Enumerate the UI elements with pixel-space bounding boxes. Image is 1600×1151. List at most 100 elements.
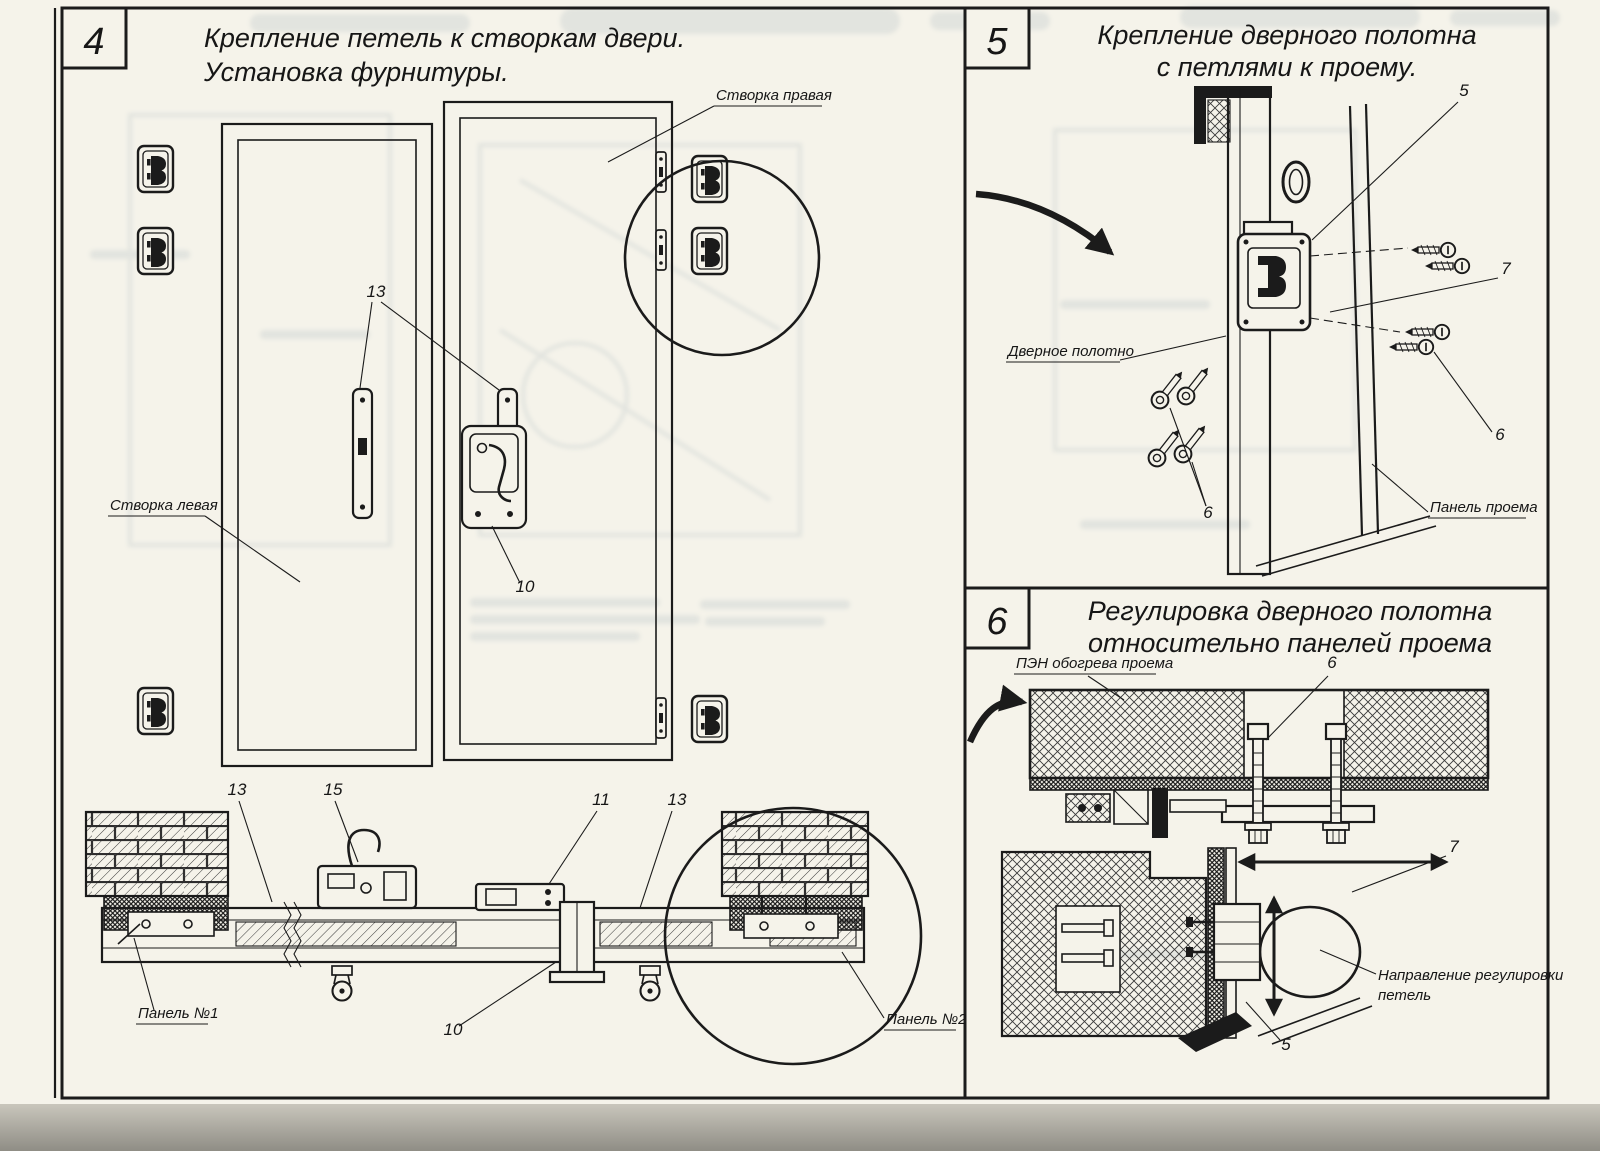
opening-panel-line [1364,103,1380,535]
label-text: Панель №1 [138,1005,218,1022]
callout-13-hinge-plates: 13 [359,282,500,391]
door-edge-detail [1194,86,1437,577]
panel-5-title-line1: Крепление дверного полотна [1097,20,1476,50]
callout-number: 15 [324,780,343,799]
label-text: Створка левая [110,497,218,514]
label-left-leaf: Створка левая [108,497,301,583]
label-opening-panel: Панель проема [1371,463,1538,519]
label-right-leaf: Створка правая [607,87,832,163]
screw-icon [1388,338,1435,356]
hinge-lever-assembly [316,828,418,910]
callout-5-hinge: 5 [1311,81,1469,241]
hinge-icon [136,144,175,194]
callout-number: 6 [1495,425,1505,444]
opening-panel-line [1348,105,1364,537]
hinge-icon [690,226,729,276]
callout-15: 15 [324,780,359,863]
screw-icon [1410,241,1457,259]
callout-10-bottom: 10 [444,961,557,1039]
callout-number: 11 [592,790,610,809]
callout-10-lock: 10 [491,525,535,596]
label-panel-1: Панель №1 [133,937,218,1025]
handle-hole [1281,160,1311,204]
caster-wheel-icon [638,964,662,1002]
label-text: Створка правая [716,87,832,104]
panel-4-title-line2: Установка фурнитуры. [203,57,509,87]
hinge-assembly-detail [1236,220,1409,333]
panel-6-title-line1: Регулировка дверного полотна [1088,596,1493,626]
break-mark [293,901,302,968]
right-door-inner-frame [459,117,657,745]
callout-13-bottom-right: 13 [639,790,687,909]
lower-bracket [1178,902,1373,1052]
screw-icon [1404,323,1451,341]
callout-number: 7 [1501,259,1511,278]
zoom-arrow [975,190,1115,256]
support-post [548,900,606,984]
left-door-leaf [220,122,434,768]
left-bracket [117,911,215,945]
callout-number: 5 [1459,81,1469,100]
bracket-cluster [1065,788,1227,838]
sheet-frame [53,6,1550,1100]
threshold-cross-section: 13 15 11 13 10 Панель №1 Панель №2 [84,780,967,1066]
right-door-leaf [442,100,674,762]
callout-11: 11 [548,790,610,885]
callout-number: 7 [1449,837,1459,856]
right-bracket [743,896,839,939]
outer-border [60,6,1550,1100]
panel-4-title-line1: Крепление петель к створкам двери. [204,23,685,53]
handle-plates-and-lock [351,387,528,530]
callout-6-right: 6 [1433,351,1505,444]
panel-6-number: 6 [986,601,1008,643]
caster-wheel-icon [330,964,354,1002]
callout-5-bottom: 5 [1245,1001,1291,1054]
label-text: Панель №2 [886,1011,967,1028]
callout-number: 13 [668,790,687,809]
panel-5: 5 Крепление дверного полотна с петлями к… [963,6,1538,577]
callout-number: 13 [228,780,247,799]
label-text: петель [1378,987,1431,1004]
opening-beam [1028,688,1490,791]
panel-6-number-box: 6 [963,586,1031,650]
panel-6: 6 Регулировка дверного полотна относител… [963,586,1564,1054]
screw-icon [1424,257,1471,275]
callout-7-screws: 7 [1329,259,1511,313]
callout-number: 6 [1203,503,1213,522]
label-panel-2: Панель №2 [841,951,967,1031]
label-text: Дверное полотно [1006,343,1134,360]
label-text: Направление регулировки [1378,967,1564,984]
zoom-arrow [967,684,1028,744]
callout-number: 5 [1281,1035,1291,1054]
panel-4: 4 Крепление петель к створкам двери. Уст… [60,6,967,1066]
hinge-leaf-plate [1220,804,1376,824]
wall-section [1000,847,1237,1039]
callout-number: 10 [516,577,535,596]
hinge-icon [690,694,729,744]
panel-5-title-line2: с петлями к проему. [1157,52,1417,82]
label-door-leaf: Дверное полотно [1006,335,1227,363]
label-adjust-direction: Направление регулировки петель [1319,949,1564,1004]
break-mark [283,901,292,968]
panel-4-number-box: 4 [60,6,128,70]
panel-5-number: 5 [986,21,1008,63]
callout-number: 10 [444,1020,463,1039]
lock-section [474,882,566,912]
panel-6-title-line2: относительно панелей проема [1088,628,1492,658]
label-heater: ПЭН обогрева проема [1014,655,1173,701]
callout-13-bottom-left: 13 [228,780,273,903]
panel-4-number: 4 [83,21,104,63]
hinge-icon [136,686,175,736]
callout-6-bolt: 6 [1265,653,1337,741]
detail-circle-hinges [623,159,821,357]
detail-circle-threshold [663,806,923,1066]
callout-number: 6 [1327,653,1337,672]
adjustment-bolts [1220,722,1376,844]
bolt-icon [1173,361,1216,409]
label-text: ПЭН обогрева проема [1016,655,1173,672]
bolt-icon [1244,738,1272,844]
panel-5-number-box: 5 [963,6,1031,70]
left-door-inner-frame [237,139,417,751]
